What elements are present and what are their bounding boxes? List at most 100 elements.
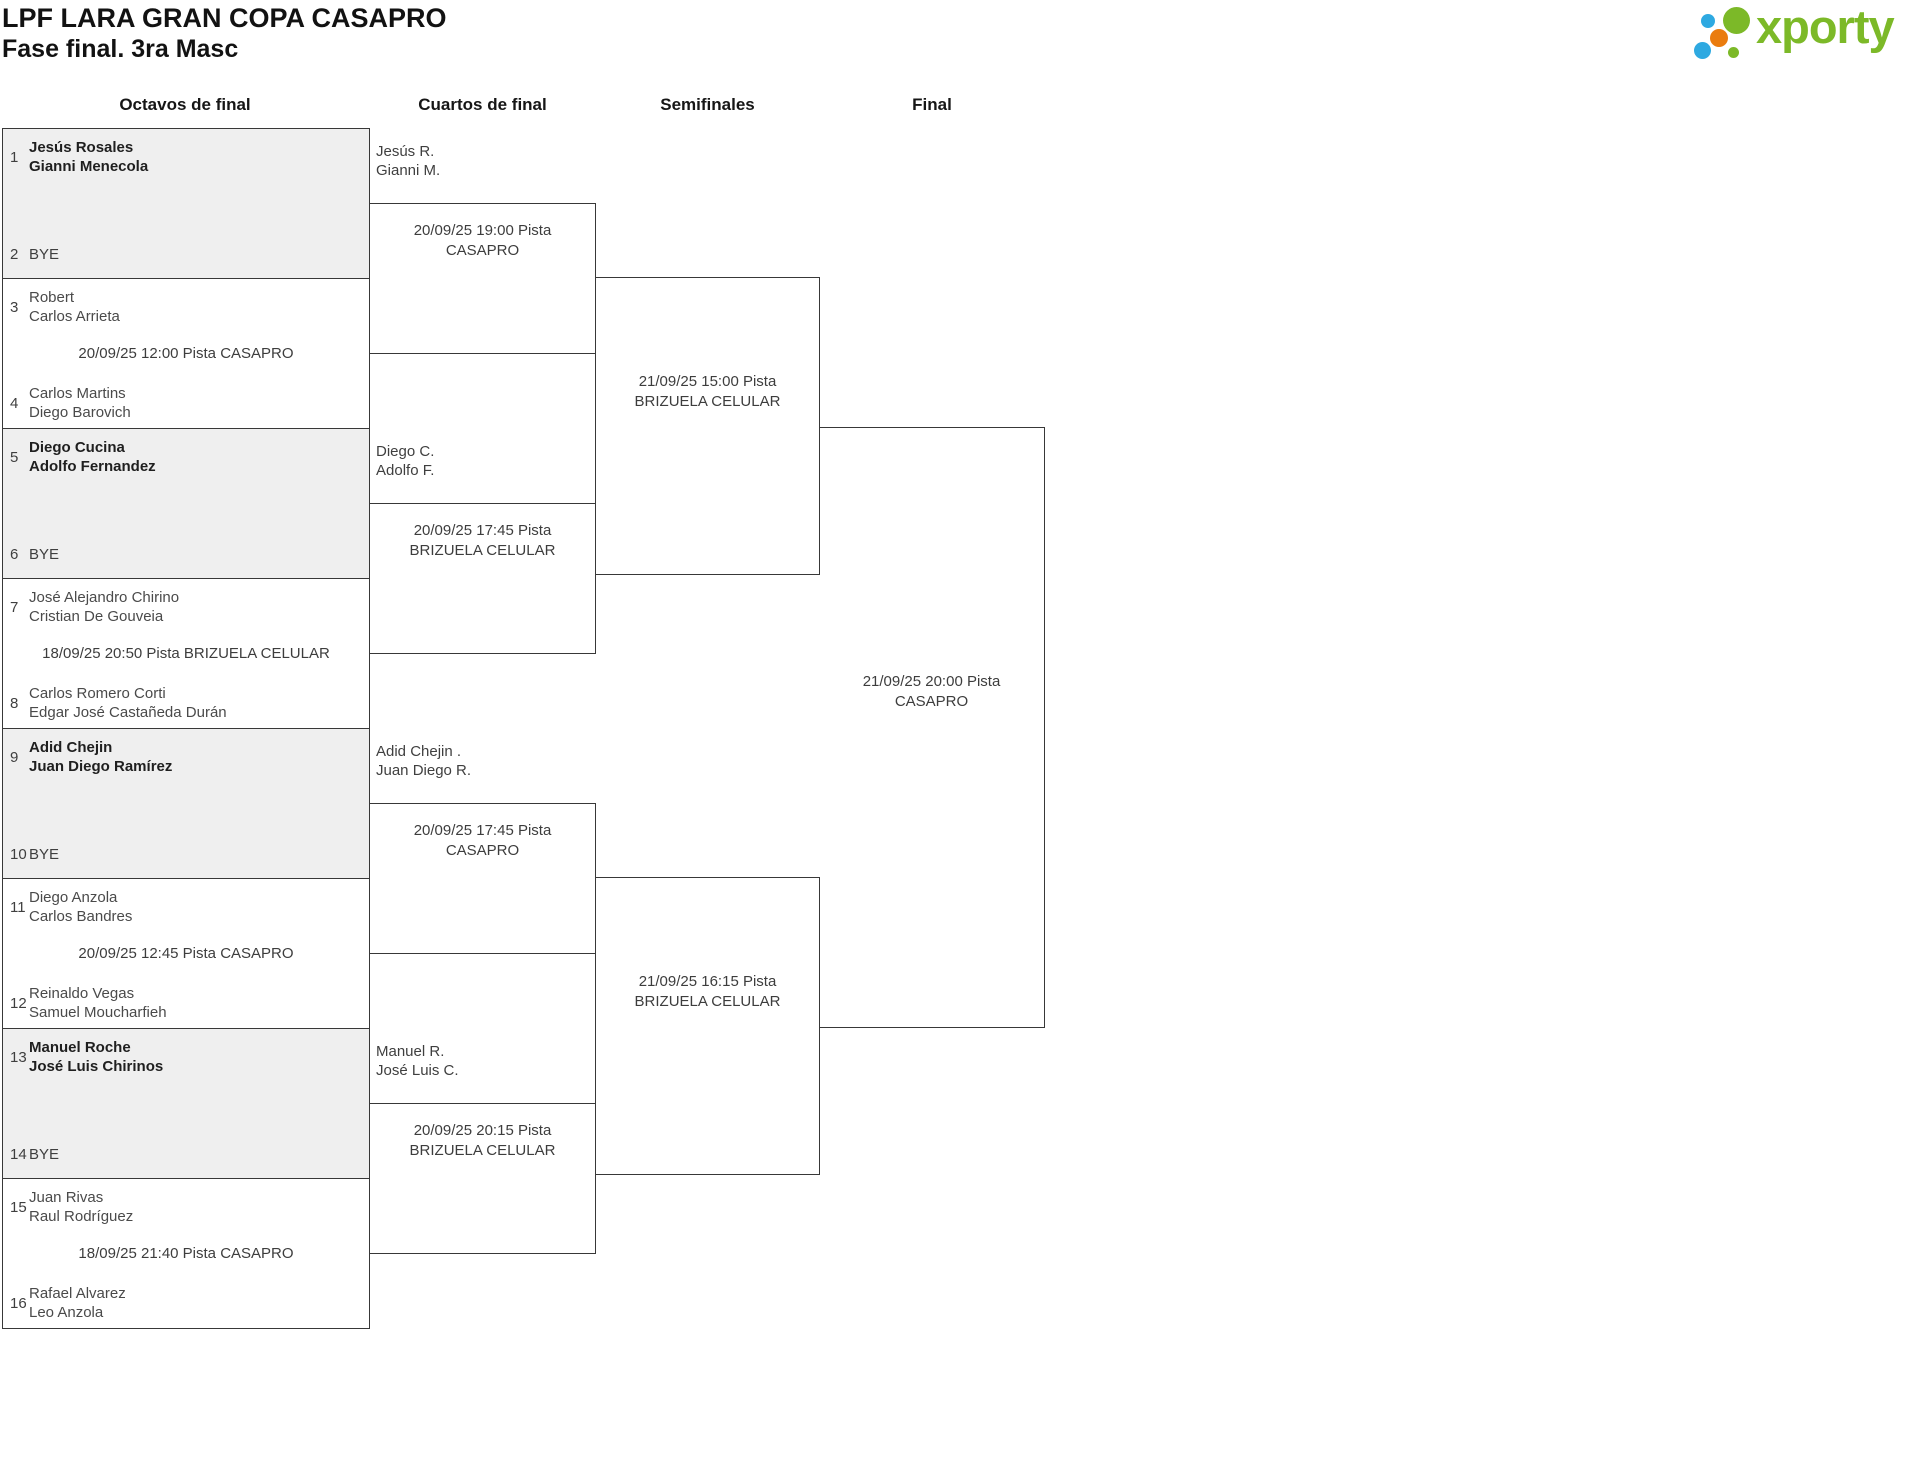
bye-label: BYE: [29, 246, 60, 263]
seed-number: 15: [10, 1198, 27, 1216]
r16-match-5: 9 Adid Chejin Juan Diego Ramírez 10 BYE: [2, 728, 370, 879]
seed-number: 1: [10, 148, 19, 166]
player-name: Manuel Roche: [29, 1039, 131, 1056]
qf-match-1: 20/09/25 19:00 Pista CASAPRO: [369, 203, 596, 354]
player-name: Manuel R.: [376, 1043, 445, 1060]
player-name: Carlos Bandres: [29, 908, 133, 925]
qf-advancing-team: Manuel R. José Luis C.: [376, 1042, 581, 1080]
player-name: Gianni Menecola: [29, 158, 149, 175]
player-name: Adid Chejin: [29, 739, 113, 756]
match-info: 20/09/25 12:00 Pista CASAPRO: [78, 345, 294, 362]
player-name: Diego Barovich: [29, 404, 131, 421]
seed-number: 13: [10, 1048, 27, 1066]
seed-number: 4: [10, 394, 19, 412]
player-name: Diego Anzola: [29, 889, 118, 906]
r16-match-7: 13 Manuel Roche José Luis Chirinos 14 BY…: [2, 1028, 370, 1179]
player-name: Juan Diego R.: [376, 762, 472, 779]
r16-match-1: 1 Jesús Rosales Gianni Menecola 2 BYE: [2, 128, 370, 279]
team-names: Rafael Alvarez Leo Anzola: [29, 1284, 359, 1322]
player-name: Adid Chejin .: [376, 743, 462, 760]
player-name: José Alejandro Chirino: [29, 589, 180, 606]
logo-dot-green-large-icon: [1723, 7, 1750, 34]
player-name: Leo Anzola: [29, 1304, 104, 1321]
player-name: Juan Rivas: [29, 1189, 104, 1206]
logo-dot-orange-icon: [1710, 29, 1728, 47]
match-info: 20/09/25 17:45 Pista CASAPRO: [413, 822, 552, 859]
seed-number: 5: [10, 448, 19, 466]
team-names: Reinaldo Vegas Samuel Moucharfieh: [29, 984, 359, 1022]
qf-match-4: 20/09/25 20:15 Pista BRIZUELA CELULAR: [369, 1103, 596, 1254]
player-name: Samuel Moucharfieh: [29, 1004, 167, 1021]
player-name: Jesús R.: [376, 143, 435, 160]
seed-number: 14: [10, 1146, 27, 1163]
player-name: Reinaldo Vegas: [29, 985, 135, 1002]
player-name: Jesús Rosales: [29, 139, 134, 156]
match-info: 20/09/25 12:45 Pista CASAPRO: [78, 945, 294, 962]
r16-match-8: 15 Juan Rivas Raul Rodríguez 18/09/25 21…: [2, 1178, 370, 1329]
player-name: Diego Cucina: [29, 439, 125, 456]
page-subtitle: Fase final. 3ra Masc: [2, 35, 239, 63]
player-name: Raul Rodríguez: [29, 1208, 134, 1225]
match-info: 20/09/25 20:15 Pista BRIZUELA CELULAR: [409, 1122, 556, 1159]
match-info: 21/09/25 15:00 Pista BRIZUELA CELULAR: [634, 373, 781, 410]
match-info: 18/09/25 20:50 Pista BRIZUELA CELULAR: [42, 645, 330, 662]
bye-label: BYE: [29, 846, 60, 863]
team-names: Juan Rivas Raul Rodríguez: [29, 1188, 359, 1226]
qf-advancing-team: Adid Chejin . Juan Diego R.: [376, 742, 581, 780]
player-name: Carlos Arrieta: [29, 308, 120, 325]
column-header-final: Final: [912, 95, 952, 114]
team-names: Carlos Romero Corti Edgar José Castañeda…: [29, 684, 359, 722]
qf-advancing-team: Diego C. Adolfo F.: [376, 442, 581, 480]
player-name: Carlos Martins: [29, 385, 126, 402]
seed-number: 3: [10, 298, 19, 316]
seed-number: 7: [10, 598, 19, 616]
seed-number: 2: [10, 246, 19, 263]
player-name: Juan Diego Ramírez: [29, 758, 173, 775]
team-names: Diego Anzola Carlos Bandres: [29, 888, 359, 926]
brand-wordmark: xporty: [1756, 0, 1895, 53]
r16-match-4: 7 José Alejandro Chirino Cristian De Gou…: [2, 578, 370, 729]
player-name: Diego C.: [376, 443, 435, 460]
seed-number: 9: [10, 748, 19, 766]
team-names: Carlos Martins Diego Barovich: [29, 384, 359, 422]
player-name: Rafael Alvarez: [29, 1285, 126, 1302]
player-name: Adolfo F.: [376, 462, 435, 479]
qf-advancing-team: Jesús R. Gianni M.: [376, 142, 581, 180]
seed-number: 6: [10, 546, 19, 563]
match-info: 21/09/25 20:00 Pista CASAPRO: [862, 673, 1001, 710]
player-name: Cristian De Gouveia: [29, 608, 164, 625]
player-name: José Luis Chirinos: [29, 1058, 164, 1075]
bye-label: BYE: [29, 1146, 60, 1163]
xporty-logo[interactable]: xporty: [1690, 0, 1920, 66]
logo-dot-blue-top-icon: [1701, 14, 1715, 28]
r16-match-2: 3 Robert Carlos Arrieta 20/09/25 12:00 P…: [2, 278, 370, 429]
column-header-semifinales: Semifinales: [660, 95, 755, 114]
column-header-octavos: Octavos de final: [119, 95, 251, 114]
column-header-cuartos: Cuartos de final: [418, 95, 547, 114]
seed-number: 16: [10, 1294, 27, 1312]
player-name: José Luis C.: [376, 1062, 459, 1079]
qf-match-2: 20/09/25 17:45 Pista BRIZUELA CELULAR: [369, 503, 596, 654]
seed-number: 12: [10, 994, 27, 1012]
match-info: 20/09/25 19:00 Pista CASAPRO: [413, 222, 552, 259]
player-name: Edgar José Castañeda Durán: [29, 704, 227, 721]
sf-match-2: 21/09/25 16:15 Pista BRIZUELA CELULAR: [595, 877, 820, 1175]
seed-number: 10: [10, 846, 27, 863]
seed-number: 8: [10, 694, 19, 712]
logo-dot-blue-bottom-icon: [1694, 42, 1711, 59]
team-names: Robert Carlos Arrieta: [29, 288, 359, 326]
qf-match-3: 20/09/25 17:45 Pista CASAPRO: [369, 803, 596, 954]
r16-match-3: 5 Diego Cucina Adolfo Fernandez 6 BYE: [2, 428, 370, 579]
page-title: LPF LARA GRAN COPA CASAPRO: [2, 3, 447, 33]
sf-match-1: 21/09/25 15:00 Pista BRIZUELA CELULAR: [595, 277, 820, 575]
team-names: Manuel Roche José Luis Chirinos: [29, 1038, 359, 1076]
match-info: 18/09/25 21:40 Pista CASAPRO: [78, 1245, 294, 1262]
final-match: 21/09/25 20:00 Pista CASAPRO: [819, 427, 1045, 1028]
seed-number: 11: [10, 898, 26, 916]
bye-label: BYE: [29, 546, 60, 563]
logo-dot-green-small-icon: [1728, 47, 1739, 58]
player-name: Gianni M.: [376, 162, 441, 179]
team-names: Adid Chejin Juan Diego Ramírez: [29, 738, 359, 776]
player-name: Robert: [29, 289, 75, 306]
team-names: Jesús Rosales Gianni Menecola: [29, 138, 359, 176]
